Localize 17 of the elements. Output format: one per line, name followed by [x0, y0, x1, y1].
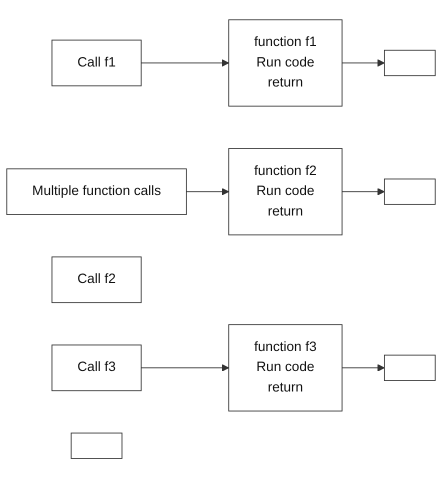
node-box: Call f2 [52, 256, 142, 303]
node-box: Multiple function calls [6, 168, 187, 215]
arrow [140, 364, 230, 372]
node-box [70, 432, 122, 459]
node-box: Call f3 [52, 344, 142, 391]
arrow [342, 188, 385, 196]
node-box [384, 178, 436, 205]
arrow [140, 59, 230, 67]
arrow [186, 188, 230, 196]
node-box: function f2 Run code return [228, 148, 342, 236]
arrow [342, 364, 385, 372]
node-box: Call f1 [52, 40, 142, 86]
node-box [384, 354, 436, 381]
node-box: function f1 Run code return [228, 19, 342, 106]
arrow [342, 59, 385, 67]
node-box: function f3 Run code return [228, 324, 342, 412]
node-box [384, 50, 436, 76]
